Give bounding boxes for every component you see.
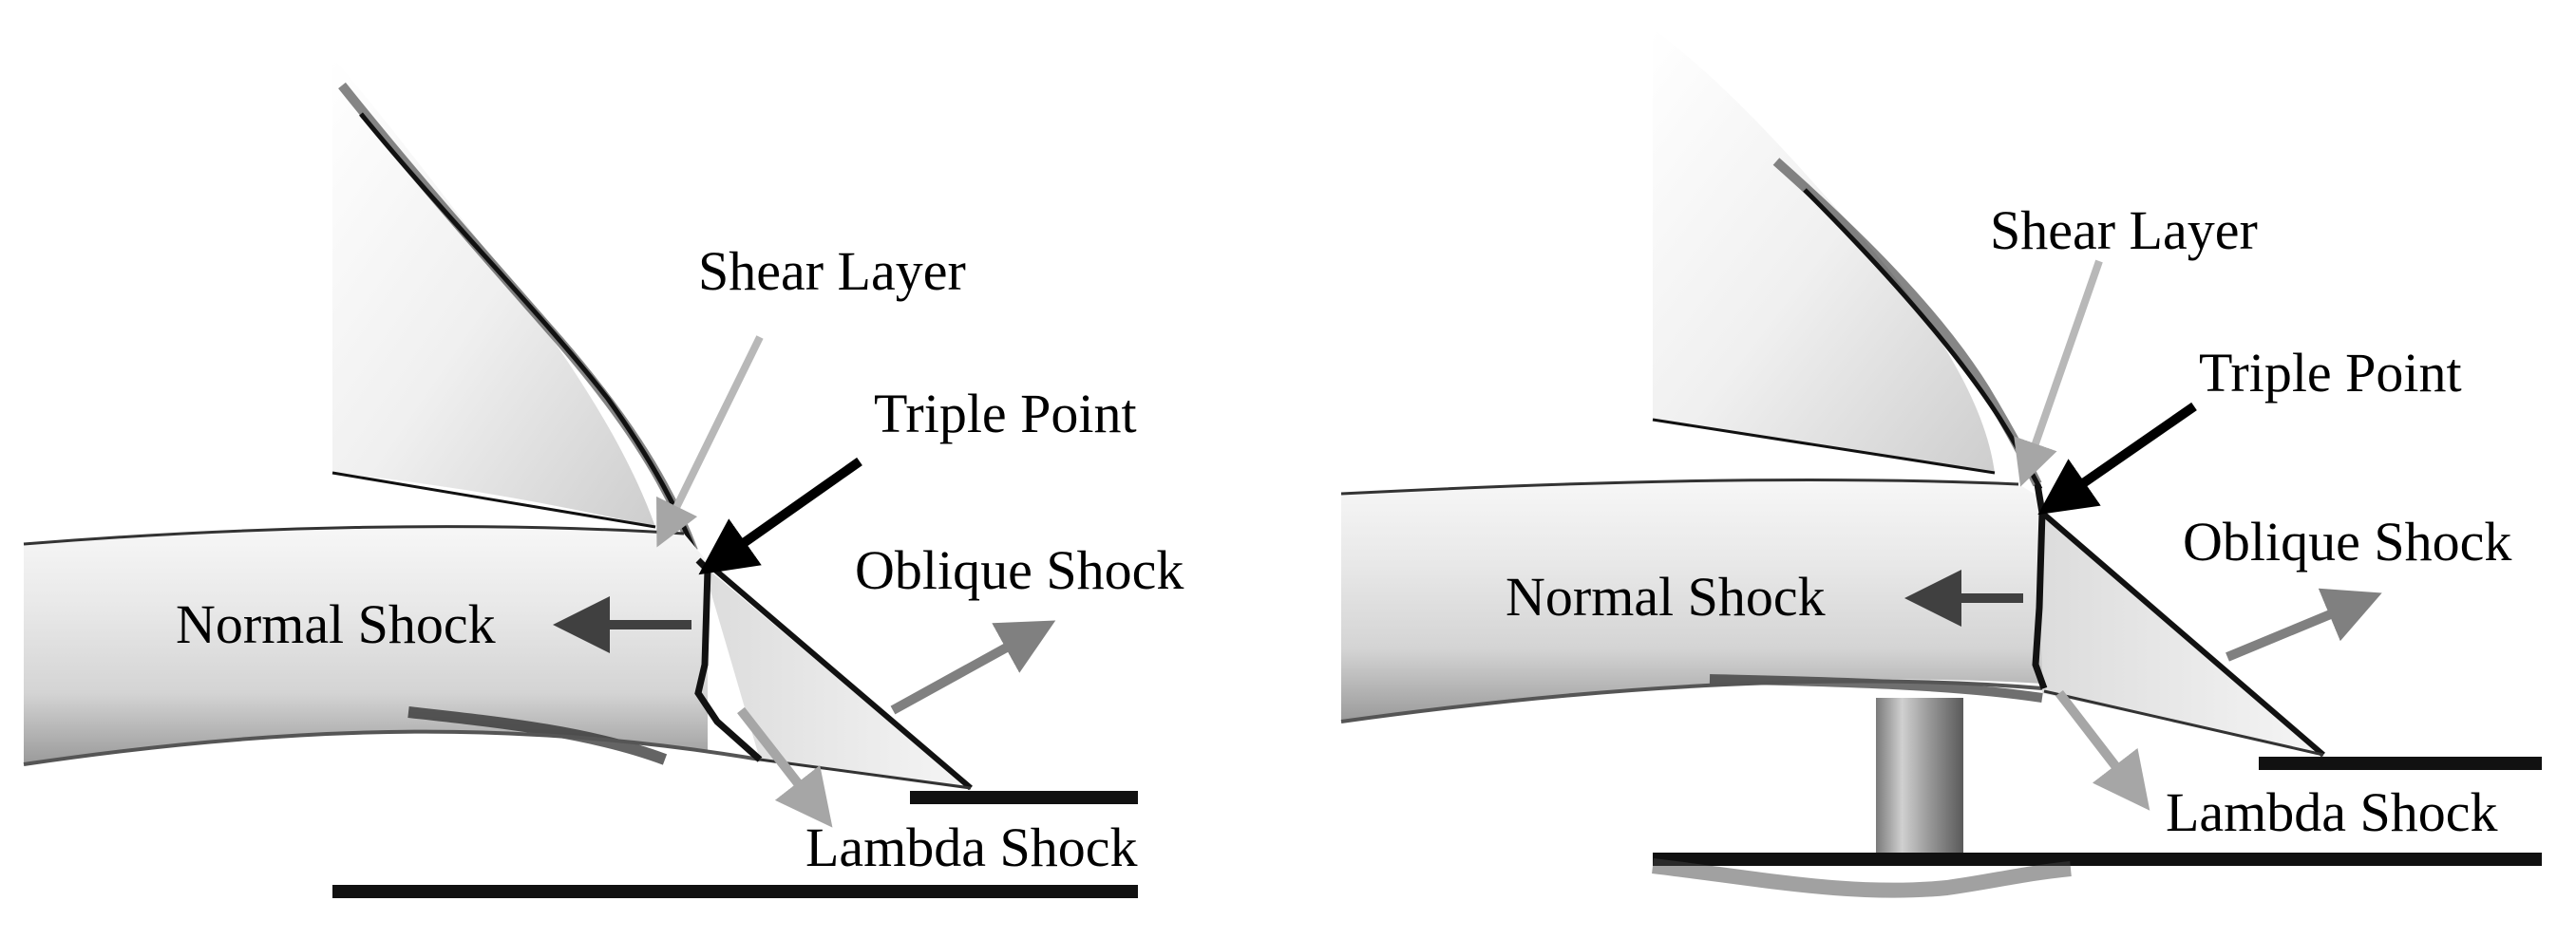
right-labels: Shear Layer Triple Point Oblique Shock N…: [1506, 199, 2511, 843]
left-triple-point-arrow: [698, 457, 862, 575]
right-ramp-plate: [2259, 757, 2542, 770]
left-lambda-shock-arrow: [737, 706, 833, 828]
left-ramp-plate: [910, 791, 1138, 804]
right-ground-plate: [1653, 853, 2542, 866]
right-label-normal-shock: Normal Shock: [1506, 566, 1826, 628]
right-jet-region: [1341, 479, 2042, 722]
left-label-shear-layer: Shear Layer: [698, 240, 966, 302]
left-labels: Shear Layer Triple Point Oblique Shock N…: [176, 240, 1184, 878]
right-side-jet-column: [1876, 698, 1963, 859]
right-label-oblique-shock: Oblique Shock: [2183, 511, 2511, 573]
right-label-triple-point: Triple Point: [2199, 342, 2462, 404]
left-oblique-shock: [709, 563, 973, 791]
left-jet-region: [24, 526, 708, 764]
left-label-normal-shock: Normal Shock: [176, 593, 496, 655]
left-label-triple-point: Triple Point: [874, 383, 1137, 444]
right-label-lambda-shock: Lambda Shock: [2166, 781, 2498, 843]
right-flow-field: [1340, 28, 2542, 898]
left-plume-lower-edge: [331, 471, 656, 529]
left-oblique-shock-arrow: [890, 620, 1056, 715]
left-ground-plate: [332, 885, 1138, 898]
right-label-shear-layer: Shear Layer: [1990, 199, 2258, 261]
right-panel: Shear Layer Triple Point Oblique Shock N…: [1340, 28, 2542, 898]
left-shear-layer-arrow: [656, 335, 764, 548]
left-panel: Shear Layer Triple Point Oblique Shock N…: [23, 57, 1184, 898]
right-plume-region: [1653, 28, 1995, 473]
right-arrows: [1904, 259, 2382, 811]
right-shear-layer-arrow: [2014, 259, 2103, 487]
right-triple-point-arrow: [2037, 402, 2197, 516]
right-lambda-shock-arrow: [2055, 689, 2150, 811]
right-oblique-shock: [2040, 510, 2325, 758]
right-oblique-shock-arrow: [2226, 588, 2382, 662]
right-plume-lower-edge: [1652, 418, 1996, 475]
left-label-lambda-shock: Lambda Shock: [805, 817, 1138, 878]
left-label-oblique-shock: Oblique Shock: [855, 539, 1184, 601]
left-arrows: [553, 335, 1056, 828]
left-flow-field: [23, 57, 1138, 898]
